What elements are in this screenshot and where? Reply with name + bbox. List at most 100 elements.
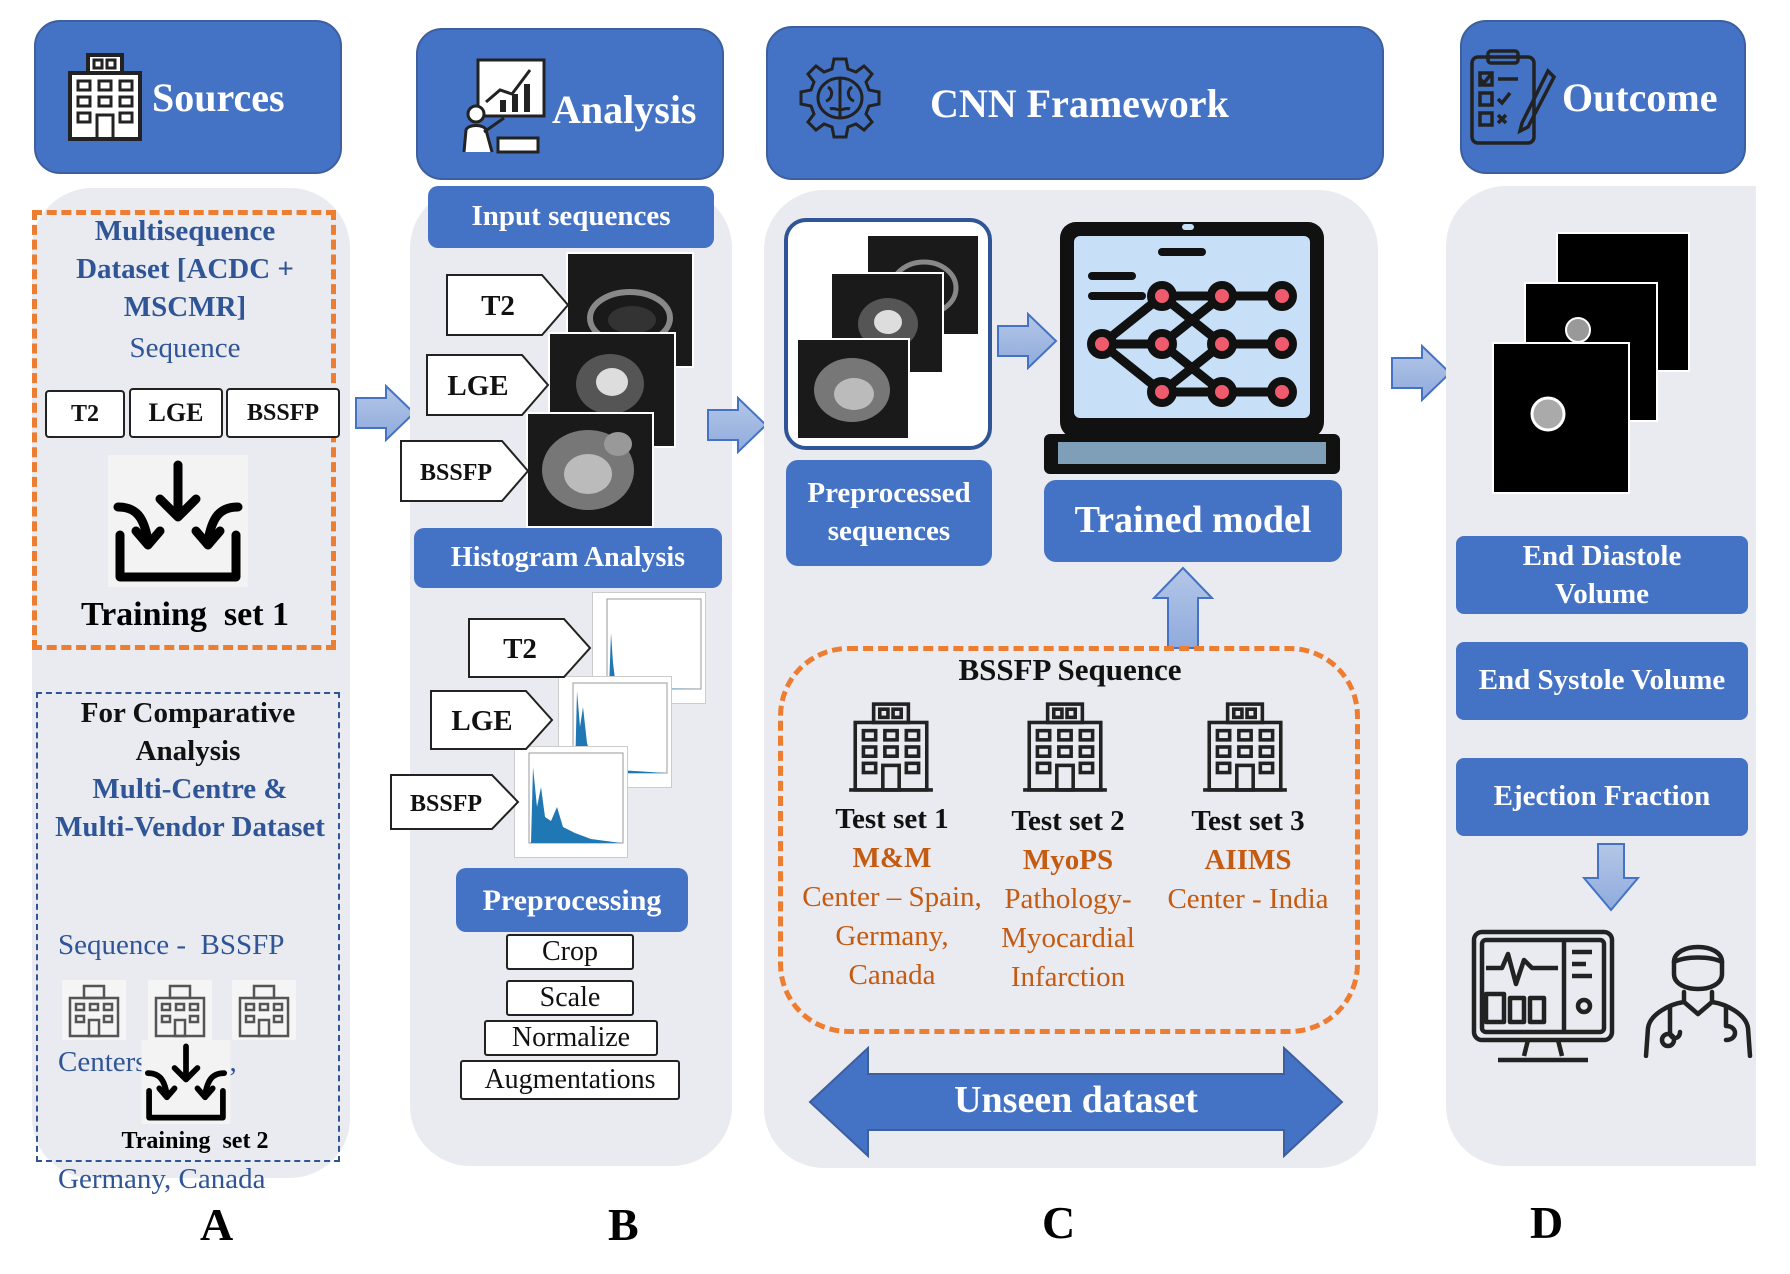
- test-set-3: Test set 3 AIIMS Center - India: [1148, 802, 1348, 919]
- laptop-neural-network-icon: [1044, 222, 1340, 474]
- outcome-header-label: Outcome: [1562, 74, 1718, 120]
- input-tag-text: LGE: [447, 370, 508, 402]
- test-set-name: Test set 3: [1191, 805, 1305, 837]
- outcome-end-diastole: End Diastole Volume: [1456, 536, 1748, 614]
- set1-title-line: Dataset [ACDC +: [76, 253, 294, 285]
- histogram-tag-text: T2: [503, 633, 537, 665]
- set1-title-line: MSCMR]: [123, 291, 247, 323]
- preprocessing-label: Preprocessing: [456, 868, 688, 932]
- set2-heading: For Comparative Analysis: [40, 694, 336, 770]
- set2-title: Multi-Centre & Multi-Vendor Dataset: [40, 770, 340, 846]
- flow-arrow-to-model: [997, 312, 1058, 370]
- test-set-1: Test set 1 M&M Center – Spain, Germany, …: [792, 800, 992, 995]
- hospital-icon: [849, 702, 933, 792]
- test-set-detail: Canada: [848, 959, 936, 991]
- analysis-header-label: Analysis: [552, 86, 697, 132]
- test-set-detail: Pathology-: [1004, 883, 1132, 915]
- test-set-name: Test set 2: [1011, 805, 1125, 837]
- histogram-tag-t2: T2: [468, 618, 592, 678]
- doctor-icon: [1643, 944, 1753, 1058]
- preprocessed-sequences-label: Preprocessed sequences: [786, 460, 992, 566]
- training-set-2-label: Training set 2: [121, 1128, 269, 1154]
- histogram-analysis-label: Histogram Analysis: [414, 528, 722, 588]
- test-set-detail: Infarction: [1010, 961, 1126, 993]
- set2-title-line: Multi-Centre &: [92, 773, 288, 805]
- histogram-tag-text: BSSFP: [410, 791, 482, 817]
- mri-image-bssfp: [526, 412, 654, 528]
- set2-detail-line: Sequence - BSSFP: [58, 929, 285, 961]
- hospital-icon: [1023, 702, 1107, 792]
- inbox-download-icon: [141, 1040, 231, 1124]
- input-tag-text: BSSFP: [420, 460, 492, 486]
- test-set-2: Test set 2 MyoPS Pathology- Myocardial I…: [968, 802, 1168, 997]
- panel-letter-a: A: [200, 1199, 234, 1250]
- flow-arrow-c-d: [1391, 344, 1452, 402]
- seq-box-t2: T2: [45, 390, 125, 438]
- test-set-detail: Myocardial: [1001, 922, 1135, 954]
- input-sequences-label: Input sequences: [428, 186, 714, 248]
- hospital-icon: [62, 980, 126, 1040]
- test-set-detail: Center – Spain,: [802, 881, 982, 913]
- flow-arrow-a-b: [355, 384, 416, 442]
- outcome-line: End Diastole: [1522, 540, 1682, 572]
- set2-title-line: Multi-Vendor Dataset: [55, 811, 325, 843]
- test-set-detail: Center - India: [1167, 883, 1329, 915]
- input-tag-t2: T2: [446, 274, 570, 336]
- brain-gear-icon: [799, 57, 881, 139]
- analytics-icon: [462, 58, 546, 154]
- training-set-2-box: [36, 692, 340, 1162]
- analysis-header: Analysis: [416, 28, 724, 180]
- preprocessed-mri-3: [796, 338, 910, 440]
- panel-letter-d: D: [1530, 1197, 1564, 1248]
- flow-arrow-down: [1582, 843, 1640, 912]
- trained-model-label: Trained model: [1044, 480, 1342, 562]
- outcome-line: End Systole Volume: [1478, 664, 1726, 697]
- histogram-tag-lge: LGE: [430, 690, 554, 750]
- checklist-icon: [1470, 49, 1556, 145]
- outcome-line: Ejection Fraction: [1493, 780, 1711, 813]
- step-scale: Scale: [506, 980, 634, 1016]
- unseen-dataset-label: Unseen dataset: [954, 1079, 1198, 1121]
- preprocessed-line: Preprocessed: [807, 477, 971, 510]
- test-set-name: Test set 1: [835, 803, 949, 835]
- training-set-1-label: Training set 1: [80, 596, 290, 633]
- test-set-dataset: MyoPS: [1022, 844, 1114, 876]
- sources-header: Sources: [34, 20, 342, 174]
- panel-letter-b: B: [608, 1199, 639, 1250]
- set2-detail-line: Germany, Canada: [58, 1163, 266, 1195]
- seq-box-bssfp: BSSFP: [226, 388, 340, 438]
- cnn-framework-header-label: CNN Framework: [930, 80, 1229, 126]
- input-tag-lge: LGE: [426, 354, 550, 416]
- hospital-icon: [1203, 702, 1287, 792]
- sources-header-label: Sources: [152, 74, 285, 120]
- step-augmentations: Augmentations: [460, 1060, 680, 1100]
- hospital-icon: [232, 980, 296, 1040]
- test-sets-box: [778, 646, 1360, 1034]
- test-set-detail: Germany,: [835, 920, 949, 952]
- unseen-dataset-arrow: [808, 1046, 1344, 1158]
- outcome-header: Outcome: [1460, 20, 1746, 174]
- panel-letter-c: C: [1042, 1197, 1076, 1248]
- test-set-dataset: AIIMS: [1204, 844, 1292, 876]
- input-tag-text: T2: [481, 290, 515, 322]
- flow-arrow-b-c: [707, 396, 768, 454]
- preprocessed-line: sequences: [827, 515, 951, 547]
- set2-heading-line: Analysis: [135, 735, 241, 767]
- histogram-chart-bssfp: [514, 746, 628, 858]
- set1-title-line: Multisequence: [94, 215, 276, 247]
- test-set-dataset: M&M: [852, 842, 932, 874]
- outcome-end-systole: End Systole Volume: [1456, 642, 1748, 720]
- patient-monitor-icon: [1471, 929, 1615, 1063]
- input-tag-bssfp: BSSFP: [400, 440, 530, 502]
- step-normalize: Normalize: [484, 1020, 658, 1056]
- step-crop: Crop: [506, 934, 634, 970]
- bssfp-sequence-title: BSSFP Sequence: [958, 652, 1182, 687]
- outcome-line: Volume: [1555, 578, 1649, 610]
- histogram-tag-bssfp: BSSFP: [390, 774, 520, 830]
- set2-heading-line: For Comparative: [80, 697, 296, 729]
- seq-box-lge: LGE: [129, 388, 223, 438]
- inbox-download-icon: [108, 455, 248, 587]
- hospital-icon: [148, 980, 212, 1040]
- set1-title: Multisequence Dataset [ACDC + MSCMR]: [40, 212, 330, 326]
- hospital-icon: [68, 53, 142, 141]
